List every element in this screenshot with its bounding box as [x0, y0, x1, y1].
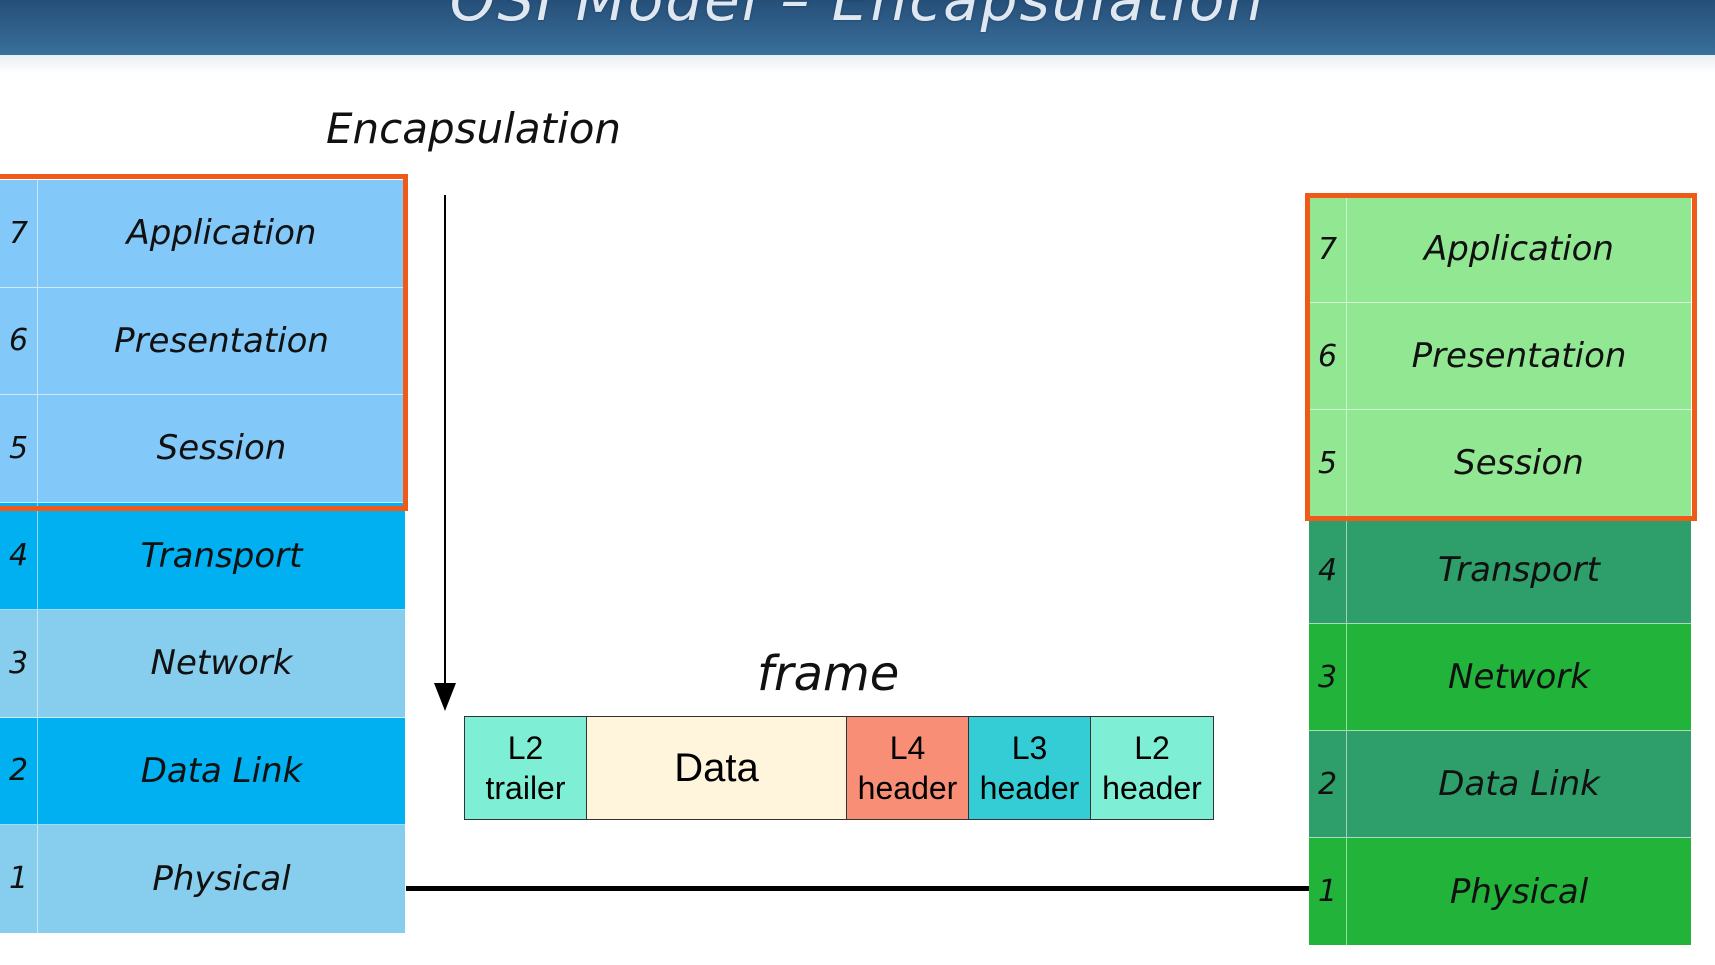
layer-name: Presentation [114, 320, 329, 361]
frame-diagram: L2 trailer Data L4 header L3 header L2 header [464, 716, 1214, 820]
frame-cell-l4-header: L4 header [847, 717, 969, 819]
layer-name: Physical [152, 858, 291, 899]
receiver-osi-stack: 7 Application 6 Presentation 5 Session 4 Transp… [1309, 196, 1691, 945]
layer-name: Application [1424, 229, 1614, 269]
encapsulation-label: Encapsulation [326, 104, 622, 153]
frame-cell-data: Data [587, 717, 847, 819]
layer-number: 1 [1309, 838, 1347, 945]
osi-layer-network: 3 Network [1309, 624, 1691, 731]
layer-number: 7 [0, 180, 38, 287]
layer-name: Session [156, 428, 287, 469]
layer-number: 5 [0, 395, 38, 502]
frame-cell-line1: L4 [889, 730, 926, 766]
osi-layer-transport: 4 Transport [0, 502, 405, 610]
frame-cell-line2: header [979, 770, 1080, 806]
frame-cell-line2: header [857, 770, 958, 806]
frame-cell-line1: Data [674, 746, 759, 790]
osi-layer-presentation: 6 Presentation [1309, 303, 1691, 410]
osi-layer-physical: 1 Physical [1309, 838, 1691, 945]
layer-number: 2 [0, 717, 38, 824]
frame-cell-l3-header: L3 header [969, 717, 1091, 819]
frame-cell-line1: L2 [1134, 730, 1170, 766]
osi-layer-data-link: 2 Data Link [0, 717, 405, 825]
osi-layer-application: 7 Application [1309, 196, 1691, 303]
sender-osi-stack: 7 Application 6 Presentation 5 Session 4 Transp… [0, 180, 405, 933]
physical-link-line [406, 886, 1309, 891]
arrow-down-icon [434, 683, 456, 711]
frame-label: frame [757, 646, 900, 702]
layer-name: Data Link [1438, 764, 1600, 804]
receiver-upper-layers-highlight [1305, 193, 1697, 521]
layer-number: 7 [1309, 196, 1347, 302]
layer-name: Transport [1438, 550, 1600, 590]
osi-layer-network: 3 Network [0, 610, 405, 718]
layer-name: Network [150, 643, 293, 684]
layer-name: Presentation [1411, 336, 1627, 376]
frame-cell-l2-trailer: L2 trailer [465, 717, 587, 819]
sender-upper-layers-highlight [0, 174, 408, 511]
frame-cell-line2: trailer [485, 770, 566, 806]
layer-name: Data Link [140, 750, 303, 791]
frame-cell-l2-header: L2 header [1091, 717, 1213, 819]
frame-cell-line1: L3 [1011, 730, 1048, 766]
layer-number: 4 [1309, 517, 1347, 623]
osi-layer-data-link: 2 Data Link [1309, 731, 1691, 838]
osi-layer-session: 5 Session [1309, 410, 1691, 517]
layer-number: 1 [0, 825, 38, 933]
layer-number: 3 [0, 610, 38, 717]
osi-layer-presentation: 6 Presentation [0, 287, 405, 395]
osi-layer-transport: 4 Transport [1309, 517, 1691, 624]
layer-name: Transport [140, 535, 303, 576]
layer-name: Network [1448, 657, 1590, 697]
frame-cell-line1: L2 [507, 730, 544, 766]
frame-cell-line2: header [1102, 770, 1202, 806]
layer-number: 4 [0, 502, 38, 609]
layer-number: 5 [1309, 410, 1347, 516]
osi-layer-session: 5 Session [0, 395, 405, 503]
layer-number: 2 [1309, 731, 1347, 837]
layer-name: Session [1454, 443, 1584, 483]
layer-name: Application [126, 213, 317, 254]
encapsulation-arrow-line [444, 195, 446, 685]
layer-number: 6 [1309, 303, 1347, 409]
osi-layer-application: 7 Application [0, 180, 405, 288]
title-bar: OSI Model – Encapsulation [0, 0, 1715, 55]
layer-number: 3 [1309, 624, 1347, 730]
layer-number: 6 [0, 287, 38, 394]
layer-name: Physical [1449, 871, 1589, 912]
osi-layer-physical: 1 Physical [0, 825, 405, 933]
title-shadow [0, 55, 1715, 73]
slide-title: OSI Model – Encapsulation [449, 0, 1266, 34]
